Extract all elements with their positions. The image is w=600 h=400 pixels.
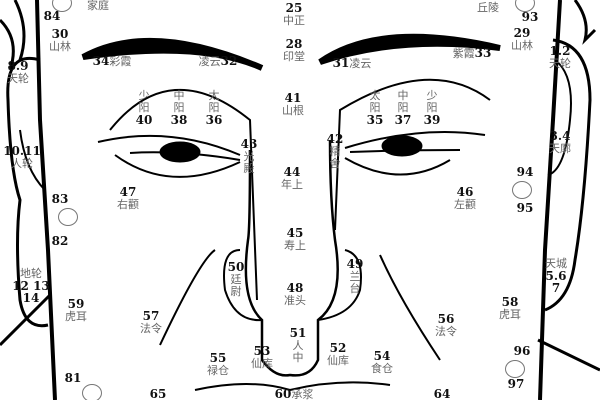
label-84: 84	[43, 9, 61, 23]
seal-mark-icon	[82, 384, 102, 400]
label-33: 紫霞33	[452, 46, 492, 60]
label-64: 64	[433, 387, 451, 400]
label-97: 97	[507, 377, 525, 391]
seal-mark-icon	[58, 208, 78, 226]
label-95: 95	[516, 201, 534, 215]
left-ear	[6, 57, 49, 328]
seal-mark-icon	[505, 360, 525, 378]
label-60: 60承浆	[274, 387, 314, 400]
label-34: 34彩霞	[92, 54, 132, 68]
label-93-text: 丘陵	[477, 1, 499, 14]
label-82: 82	[51, 234, 69, 248]
label-93: 93	[521, 10, 539, 24]
label-83: 83	[51, 192, 69, 206]
seal-mark-icon	[512, 181, 532, 199]
right-ear	[544, 38, 592, 312]
left-eyebrow	[81, 37, 264, 71]
nose	[244, 139, 339, 377]
right-nasolabial	[379, 254, 441, 361]
lips	[194, 381, 391, 392]
label-81: 81	[64, 371, 82, 385]
right-eyebrow	[318, 33, 501, 65]
label-65: 65	[149, 387, 167, 400]
label-31: 31凌云	[332, 56, 372, 70]
left-pupil	[159, 141, 201, 163]
label-94: 94	[516, 165, 534, 179]
label-96: 96	[513, 344, 531, 358]
label-84-text: 家庭	[87, 0, 109, 12]
right-pupil	[381, 135, 423, 157]
left-nasolabial	[159, 249, 216, 346]
label-32: 凌云32	[198, 54, 238, 68]
